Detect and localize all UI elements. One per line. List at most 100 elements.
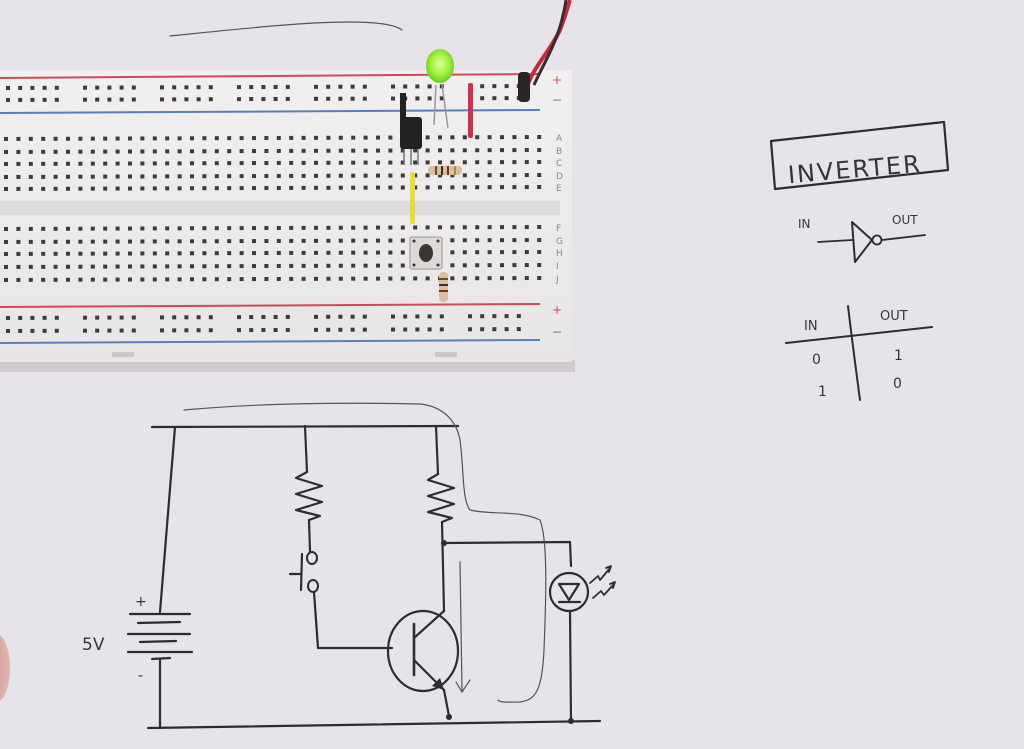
breadboard-hole bbox=[227, 161, 232, 166]
breadboard-hole bbox=[78, 226, 83, 231]
breadboard-hole bbox=[227, 264, 232, 269]
breadboard-hole bbox=[301, 225, 306, 230]
breadboard-hole bbox=[66, 239, 70, 244]
breadboard-hole bbox=[28, 251, 33, 256]
breadboard-hole bbox=[413, 173, 418, 178]
breadboard-hole bbox=[177, 277, 182, 282]
breadboard-hole bbox=[16, 264, 21, 269]
breadboard-hole bbox=[289, 148, 294, 153]
breadboard-hole bbox=[214, 136, 219, 141]
breadboard-hole bbox=[128, 277, 132, 282]
pushbutton-cap[interactable] bbox=[419, 244, 433, 262]
breadboard-hole bbox=[350, 314, 355, 319]
breadboard-hole bbox=[190, 239, 194, 244]
wire-branch-1 bbox=[303, 424, 309, 474]
breadboard-hole bbox=[480, 327, 485, 332]
breadboard-hole bbox=[301, 238, 306, 243]
breadboard-hole bbox=[16, 174, 21, 179]
breadboard-hole bbox=[326, 160, 331, 165]
breadboard-hole bbox=[516, 314, 521, 319]
breadboard-hole bbox=[103, 264, 108, 269]
breadboard-hole bbox=[4, 239, 8, 244]
breadboard-foot bbox=[435, 352, 457, 357]
breadboard-hole bbox=[28, 264, 33, 269]
breadboard-hole bbox=[537, 160, 542, 165]
breadboard-hole bbox=[227, 174, 232, 179]
breadboard-hole bbox=[16, 226, 21, 231]
breadboard-shadow bbox=[0, 360, 575, 372]
breadboard-hole bbox=[338, 160, 343, 165]
breadboard-hole bbox=[492, 84, 497, 89]
row-label: E bbox=[556, 184, 562, 194]
pushbutton-pin bbox=[436, 239, 440, 243]
breadboard-hole bbox=[239, 174, 244, 179]
breadboard-hole bbox=[128, 136, 132, 141]
breadboard-hole bbox=[388, 148, 393, 153]
breadboard-hole bbox=[16, 239, 21, 244]
breadboard-hole bbox=[273, 314, 278, 319]
breadboard-hole bbox=[388, 238, 393, 243]
breadboard-hole bbox=[388, 160, 393, 165]
breadboard-hole bbox=[338, 314, 343, 319]
battery-cell-short bbox=[136, 620, 182, 625]
breadboard-hole bbox=[83, 97, 87, 102]
breadboard-hole bbox=[524, 148, 529, 153]
breadboard-hole bbox=[314, 160, 318, 165]
breadboard-hole bbox=[468, 327, 472, 332]
breadboard-hole bbox=[363, 225, 368, 230]
breadboard-hole bbox=[487, 250, 492, 255]
junction-node bbox=[446, 714, 452, 720]
breadboard-hole bbox=[214, 174, 219, 179]
breadboard-hole bbox=[239, 149, 244, 154]
breadboard-hole bbox=[18, 97, 23, 102]
breadboard-hole bbox=[90, 174, 95, 179]
breadboard-hole bbox=[152, 174, 157, 179]
breadboard-hole bbox=[131, 97, 136, 102]
breadboard-hole bbox=[376, 250, 380, 255]
breadboard-hole bbox=[252, 149, 256, 154]
breadboard-hole bbox=[252, 277, 256, 282]
breadboard-hole bbox=[438, 225, 442, 230]
breadboard-hole bbox=[252, 136, 256, 141]
breadboard-hole bbox=[425, 225, 430, 230]
breadboard-hole bbox=[363, 263, 368, 268]
breadboard-hole bbox=[338, 238, 343, 243]
breadboard-hole bbox=[350, 84, 355, 89]
breadboard-hole bbox=[504, 96, 509, 101]
breadboard-hole bbox=[425, 276, 430, 281]
breadboard-hole bbox=[338, 173, 343, 178]
wire-battery-positive bbox=[158, 425, 177, 614]
center-channel bbox=[0, 201, 560, 215]
breadboard-hole bbox=[95, 85, 100, 90]
breadboard-hole bbox=[427, 96, 432, 101]
breadboard-hole bbox=[276, 173, 281, 178]
breadboard-hole bbox=[140, 136, 145, 141]
breadboard-hole bbox=[264, 277, 269, 282]
breadboard-hole bbox=[413, 225, 418, 230]
breadboard-hole bbox=[338, 135, 343, 140]
breadboard-hole bbox=[400, 276, 405, 281]
breadboard-hole bbox=[83, 315, 87, 320]
breadboard-hole bbox=[326, 185, 331, 190]
breadboard-hole bbox=[140, 174, 145, 179]
breadboard-hole bbox=[413, 276, 418, 281]
breadboard-hole bbox=[160, 85, 164, 90]
breadboard-hole bbox=[165, 186, 170, 191]
breadboard-hole bbox=[66, 226, 70, 231]
breadboard-hole bbox=[119, 315, 124, 320]
breadboard-hole bbox=[128, 174, 132, 179]
breadboard-hole bbox=[208, 315, 213, 320]
breadboard-hole bbox=[152, 149, 157, 154]
breadboard-hole bbox=[314, 84, 318, 89]
breadboard-hole bbox=[376, 160, 380, 165]
breadboard-hole bbox=[314, 276, 318, 281]
gate-in-label: IN bbox=[798, 217, 811, 231]
breadboard-hole bbox=[524, 135, 529, 140]
breadboard-hole bbox=[42, 328, 47, 333]
breadboard-hole bbox=[326, 327, 331, 332]
breadboard-hole bbox=[140, 149, 145, 154]
breadboard-hole bbox=[103, 186, 108, 191]
breadboard-hole bbox=[103, 251, 108, 256]
breadboard-hole bbox=[480, 84, 485, 89]
